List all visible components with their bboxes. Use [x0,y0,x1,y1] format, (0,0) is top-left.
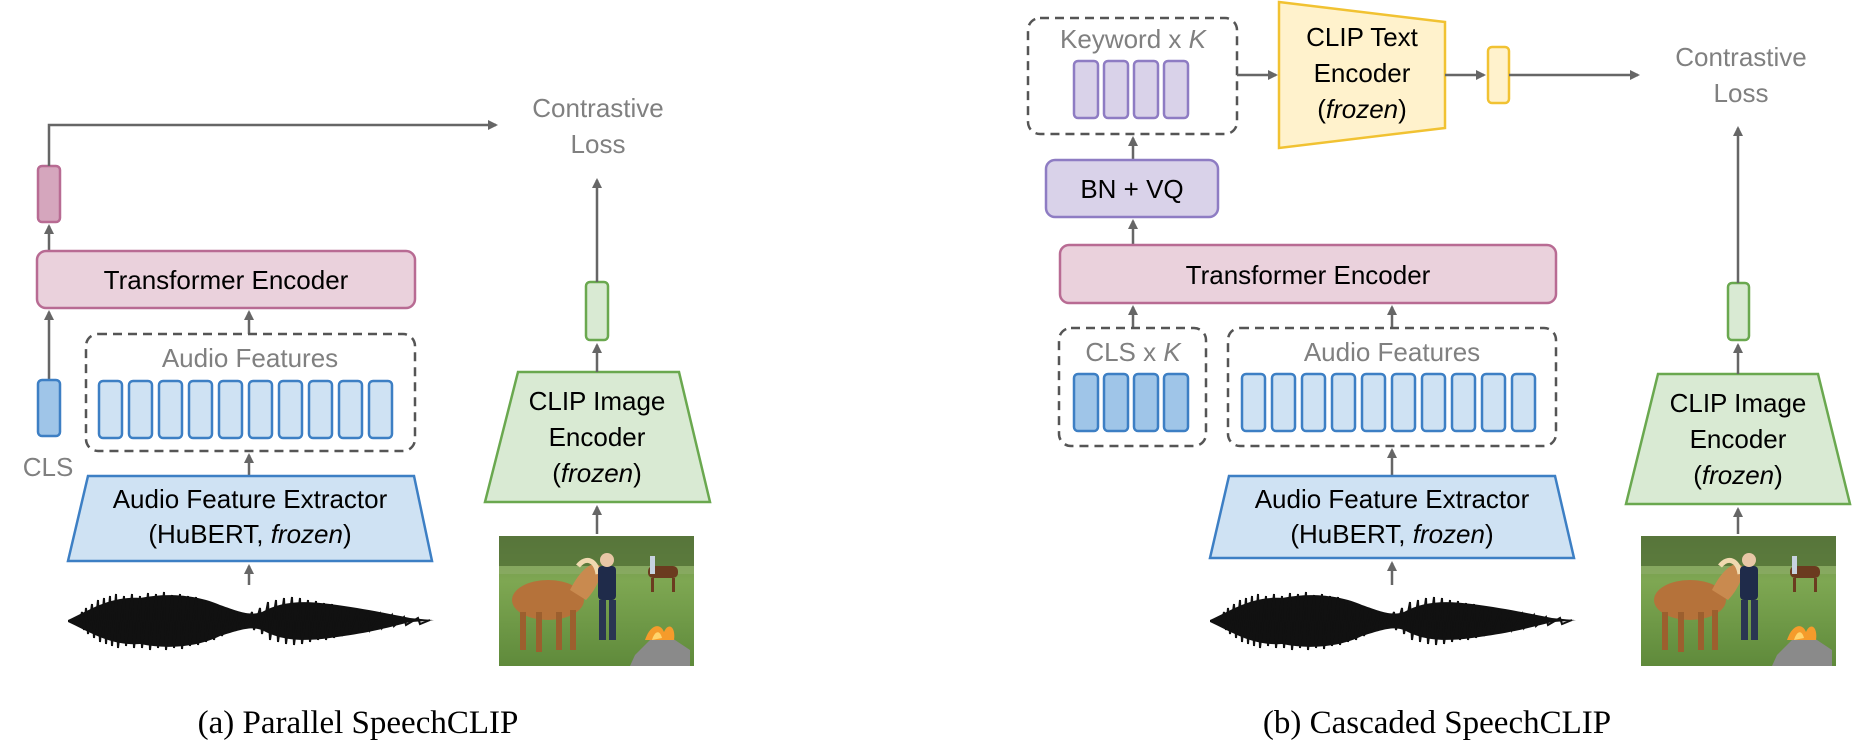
feature-vector [1420,372,1447,433]
parallel-audio-feature-vectors [97,379,394,440]
cascaded-audio-feature-extractor [1208,474,1576,560]
text-enc-line3: (frozen) [1317,94,1407,124]
cascaded-extractor-line2: (HuBERT, frozen) [1290,519,1493,549]
feature-vector [247,379,274,440]
feature-vector [307,379,334,440]
keyword-vector [1132,59,1160,120]
cascaded-panel: Keyword x K CLIP Text Encoder (frozen) C… [1026,0,1852,741]
feature-vector [367,379,394,440]
cls-to-loss-arrow [47,120,498,166]
cls-vector [1162,372,1190,433]
waveform-spikes [1221,591,1573,651]
parallel-image-enc-line1: CLIP Image [529,386,666,416]
feature-vector [187,379,214,440]
parallel-transformer-encoder [35,249,417,310]
text-enc-line2: Encoder [1314,58,1411,88]
cls-k-box [1057,326,1208,448]
feature-vector [1300,372,1327,433]
keyword-box [1026,16,1239,136]
cascaded-image-enc-line3: (frozen) [1693,460,1783,490]
parallel-extractor-line2: (HuBERT, frozen) [148,519,351,549]
cascaded-audio-features-box [1226,326,1558,448]
keyword-label: Keyword x K [1060,24,1208,54]
cls-token [36,378,62,438]
text-enc-line1: CLIP Text [1306,22,1419,52]
parallel-caption: (a) Parallel SpeechCLIP [198,705,519,741]
parallel-audio-features-box [84,332,417,453]
cascaded-waveform [1210,591,1576,651]
keyword-vector [1072,59,1100,120]
bn-vq-label: BN + VQ [1080,174,1183,204]
keyword-vectors [1072,59,1190,120]
feature-vector [217,379,244,440]
cascaded-extractor-line1: Audio Feature Extractor [1255,484,1530,514]
parallel-input-photo [499,536,694,666]
feature-vector [97,379,124,440]
cls-k-vectors [1072,372,1190,433]
parallel-audio-features-label: Audio Features [162,343,338,373]
cls-k-label: CLS x K [1085,337,1182,367]
cls-vector [1102,372,1130,433]
cascaded-audio-feature-vectors [1240,372,1537,433]
keyword-vector [1102,59,1130,120]
cascaded-loss-line1: Contrastive [1675,42,1807,72]
text-embedding [1486,45,1511,105]
feature-vector [1270,372,1297,433]
cascaded-loss-line2: Loss [1714,78,1769,108]
cascaded-caption: (b) Cascaded SpeechCLIP [1263,705,1611,741]
cascaded-audio-features-label: Audio Features [1304,337,1480,367]
parallel-image-enc-line3: (frozen) [552,458,642,488]
waveform-spikes [79,591,431,651]
parallel-waveform [68,591,434,651]
feature-vector [1330,372,1357,433]
bn-vq-block [1044,158,1220,219]
cls-vector [1132,372,1160,433]
cls-label: CLS [23,452,74,482]
feature-vector [1510,372,1537,433]
cascaded-image-enc-line2: Encoder [1690,424,1787,454]
keyword-vector [1162,59,1190,120]
parallel-extractor-line1: Audio Feature Extractor [113,484,388,514]
parallel-loss-line1: Contrastive [532,93,664,123]
parallel-transformer-label: Transformer Encoder [104,265,349,295]
parallel-clip-image-encoder [483,370,712,504]
cascaded-transformer-encoder [1058,243,1558,305]
feature-vector [337,379,364,440]
clip-text-encoder [1277,0,1447,150]
parallel-image-embedding [584,280,610,342]
cascaded-transformer-label: Transformer Encoder [1186,260,1431,290]
cascaded-input-photo [1641,536,1836,666]
feature-vector [127,379,154,440]
feature-vector [1390,372,1417,433]
parallel-audio-feature-extractor [66,474,434,563]
feature-vector [1450,372,1477,433]
feature-vector [157,379,184,440]
feature-vector [1360,372,1387,433]
parallel-image-enc-line2: Encoder [549,422,646,452]
feature-vector [277,379,304,440]
parallel-loss-line2: Loss [571,129,626,159]
feature-vector [1240,372,1267,433]
parallel-panel: Contrastive Loss Transformer Encoder CLS… [23,93,712,741]
cls-output-vector [36,164,62,224]
feature-vector [1480,372,1507,433]
cls-vector [1072,372,1100,433]
cascaded-clip-image-encoder [1624,372,1852,506]
cascaded-image-enc-line1: CLIP Image [1670,388,1807,418]
cascaded-image-embedding [1726,281,1751,342]
